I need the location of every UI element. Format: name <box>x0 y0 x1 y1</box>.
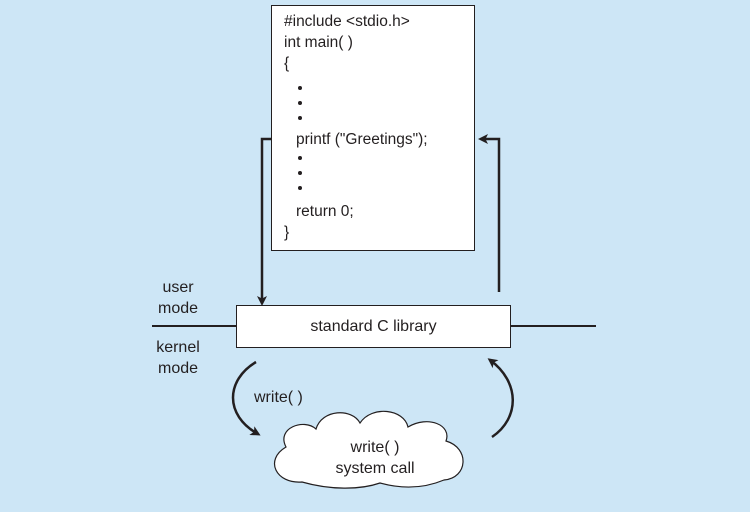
syscall-up-arrow <box>487 358 514 439</box>
write-arrow-label: write( ) <box>254 389 303 406</box>
code-main-decl: int main( ) <box>284 34 353 51</box>
code-open-brace: { <box>284 55 290 72</box>
user-mode-label: user mode <box>152 277 204 319</box>
library-label: standard C library <box>310 317 437 335</box>
code-close-brace: } <box>284 224 290 241</box>
code-printf-call: printf ("Greetings"); <box>296 131 428 148</box>
system-call-line2: system call <box>335 460 415 477</box>
code-return: return 0; <box>296 203 354 220</box>
user-mode-line2: mode <box>157 300 199 317</box>
system-call-line1: write( ) <box>350 439 400 456</box>
standard-c-library-box: standard C library <box>236 305 511 348</box>
program-code-box: #include <stdio.h> int main( ) { printf … <box>271 5 475 251</box>
ellipsis-dot <box>298 86 302 90</box>
ellipsis-dot <box>298 156 302 160</box>
user-mode-line1: user <box>162 279 194 296</box>
ellipsis-dot <box>298 186 302 190</box>
kernel-mode-line1: kernel <box>156 339 200 356</box>
system-call-text: write( ) system call <box>300 437 450 479</box>
system-call-cloud <box>273 410 464 489</box>
syscall-down-arrow <box>231 360 261 436</box>
return-arrow <box>478 134 501 292</box>
kernel-mode-line2: mode <box>157 360 199 377</box>
ellipsis-dot <box>298 116 302 120</box>
ellipsis-dot <box>298 171 302 175</box>
code-include: #include <stdio.h> <box>284 13 410 30</box>
ellipsis-dot <box>298 101 302 105</box>
kernel-mode-label: kernel mode <box>150 337 206 379</box>
